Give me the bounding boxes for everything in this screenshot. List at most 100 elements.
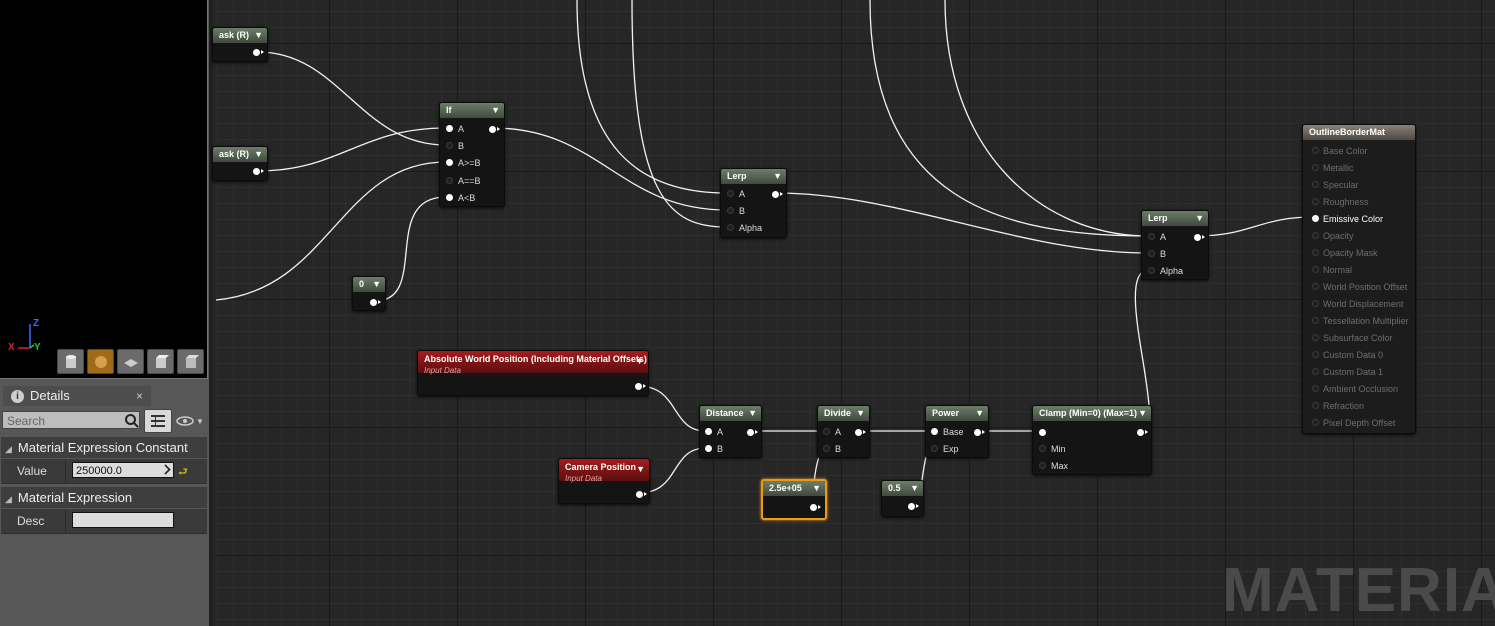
node-title: 2.5e+05	[769, 483, 802, 493]
output-pin[interactable]	[1194, 234, 1201, 241]
details-tab[interactable]: i Details ×	[3, 386, 151, 406]
eye-icon	[176, 416, 194, 426]
pin-label: Normal	[1323, 265, 1352, 275]
value-input[interactable]: 250000.0	[72, 462, 174, 478]
distance-node[interactable]: Distance▼ A B	[699, 405, 762, 458]
pin-label: Tessellation Multiplier	[1323, 316, 1409, 326]
category-material-expression[interactable]: ◢Material Expression	[1, 487, 207, 508]
category-material-expression-constant[interactable]: ◢Material Expression Constant	[1, 437, 207, 458]
search-icon	[125, 414, 136, 425]
node-title: Absolute World Position (Including Mater…	[424, 354, 647, 364]
list-view-icon	[151, 415, 165, 427]
output-pin[interactable]	[747, 429, 754, 436]
pin-label: Opacity Mask	[1323, 248, 1378, 258]
node-header: 2.5e+05 ▼	[763, 481, 825, 496]
input-pin[interactable]	[1039, 429, 1046, 436]
constant-node-2-5e05[interactable]: 2.5e+05 ▼	[761, 479, 827, 520]
output-pin[interactable]	[370, 299, 377, 306]
divide-node[interactable]: Divide▼ A B	[817, 405, 870, 458]
sphere-icon[interactable]	[87, 349, 114, 374]
power-node[interactable]: Power▼ Base Exp	[925, 405, 989, 458]
node-title: Camera Position	[565, 462, 636, 472]
node-title: Distance	[706, 408, 744, 418]
lerp-node-1[interactable]: Lerp▼ A B Alpha	[720, 168, 787, 238]
plane-icon[interactable]	[117, 349, 144, 374]
output-pin[interactable]	[908, 503, 915, 510]
chevron-down-icon: ▼	[254, 28, 263, 43]
node-subtitle: Input Data	[424, 365, 648, 377]
node-header: OutlineBorderMat	[1303, 125, 1415, 140]
cube-icon[interactable]	[147, 349, 174, 374]
pin-dot	[1312, 198, 1319, 205]
mask-node-2[interactable]: ask (R)▼	[212, 146, 268, 181]
column-splitter[interactable]	[65, 509, 66, 533]
chevron-down-icon: ▼	[636, 463, 645, 475]
pin-dot	[446, 177, 453, 184]
clamp-node[interactable]: Clamp (Min=0) (Max=1)▼ Min Max	[1032, 405, 1152, 475]
node-header: Lerp▼	[721, 169, 786, 184]
pin-dot	[446, 159, 453, 166]
node-header: Absolute World Position (Including Mater…	[418, 351, 648, 373]
view-options-button[interactable]: ▼	[174, 412, 206, 430]
pin-dot	[1312, 334, 1319, 341]
node-title: OutlineBorderMat	[1309, 127, 1385, 137]
pin-label: Custom Data 0	[1323, 350, 1383, 360]
chevron-down-icon: ▼	[635, 355, 644, 367]
details-search-input[interactable]: Search	[2, 411, 140, 429]
pin-dot	[446, 142, 453, 149]
preview-viewport[interactable]: X Y Z	[0, 0, 208, 379]
node-header: 0▼	[353, 277, 385, 292]
constant-node-0[interactable]: 0▼	[352, 276, 386, 311]
collapse-arrow-icon: ◢	[5, 489, 12, 510]
pin-label: Ambient Occlusion	[1323, 384, 1398, 394]
pin-dot	[446, 125, 453, 132]
property-label: Value	[17, 464, 47, 478]
cylinder-icon[interactable]	[57, 349, 84, 374]
constant-node-0-5[interactable]: 0.5▼	[881, 480, 924, 517]
left-panel: X Y Z i Details × Search ▼ ◢Material Expr…	[0, 0, 213, 626]
lerp-node-2[interactable]: Lerp▼ A B Alpha	[1141, 210, 1209, 280]
pin-label: Subsurface Color	[1323, 333, 1393, 343]
output-pin[interactable]	[253, 49, 260, 56]
pin-dot	[1312, 385, 1319, 392]
material-result-node[interactable]: OutlineBorderMat Base ColorMetallicSpecu…	[1302, 124, 1416, 434]
output-pin[interactable]	[636, 491, 643, 498]
output-pin[interactable]	[810, 504, 817, 511]
info-icon: i	[11, 390, 24, 403]
output-pin[interactable]	[635, 383, 642, 390]
column-splitter[interactable]	[65, 459, 66, 483]
pin-label: Custom Data 1	[1323, 367, 1383, 377]
pin-label: World Position Offset	[1323, 282, 1407, 292]
desc-input[interactable]	[72, 512, 174, 528]
if-node[interactable]: If▼ A B A>=B A==B A<B	[439, 102, 505, 207]
mask-node-1[interactable]: ask (R) ▼	[212, 27, 268, 62]
pin-label: Base Color	[1323, 146, 1368, 156]
output-pin[interactable]	[974, 429, 981, 436]
output-pin[interactable]	[1137, 429, 1144, 436]
axis-x-label: X	[8, 342, 15, 353]
pin-dot	[1312, 181, 1319, 188]
output-pin[interactable]	[489, 126, 496, 133]
property-matrix-button[interactable]	[144, 409, 172, 433]
reset-to-default-icon[interactable]: ⮐	[178, 463, 188, 482]
node-title: 0	[359, 279, 364, 289]
absolute-world-position-node[interactable]: Absolute World Position (Including Mater…	[417, 350, 649, 396]
pin-dot	[1312, 402, 1319, 409]
output-pin[interactable]	[772, 191, 779, 198]
resize-handle-icon	[160, 464, 170, 474]
panel-splitter[interactable]	[209, 0, 213, 626]
chevron-down-icon: ▼	[748, 406, 757, 421]
camera-position-node[interactable]: Camera PositionInput Data▼	[558, 458, 650, 504]
pin-label: Opacity	[1323, 231, 1354, 241]
output-pin[interactable]	[855, 429, 862, 436]
custom-mesh-icon[interactable]	[177, 349, 204, 374]
chevron-down-icon: ▼	[812, 481, 821, 496]
pin-label: Refraction	[1323, 401, 1364, 411]
node-title: 0.5	[888, 483, 901, 493]
pin-dot	[446, 194, 453, 201]
close-tab-icon[interactable]: ×	[136, 386, 143, 406]
node-title: ask (R)	[219, 30, 249, 40]
pin-dot	[1312, 283, 1319, 290]
details-tab-label: Details	[30, 388, 70, 403]
output-pin[interactable]	[253, 168, 260, 175]
